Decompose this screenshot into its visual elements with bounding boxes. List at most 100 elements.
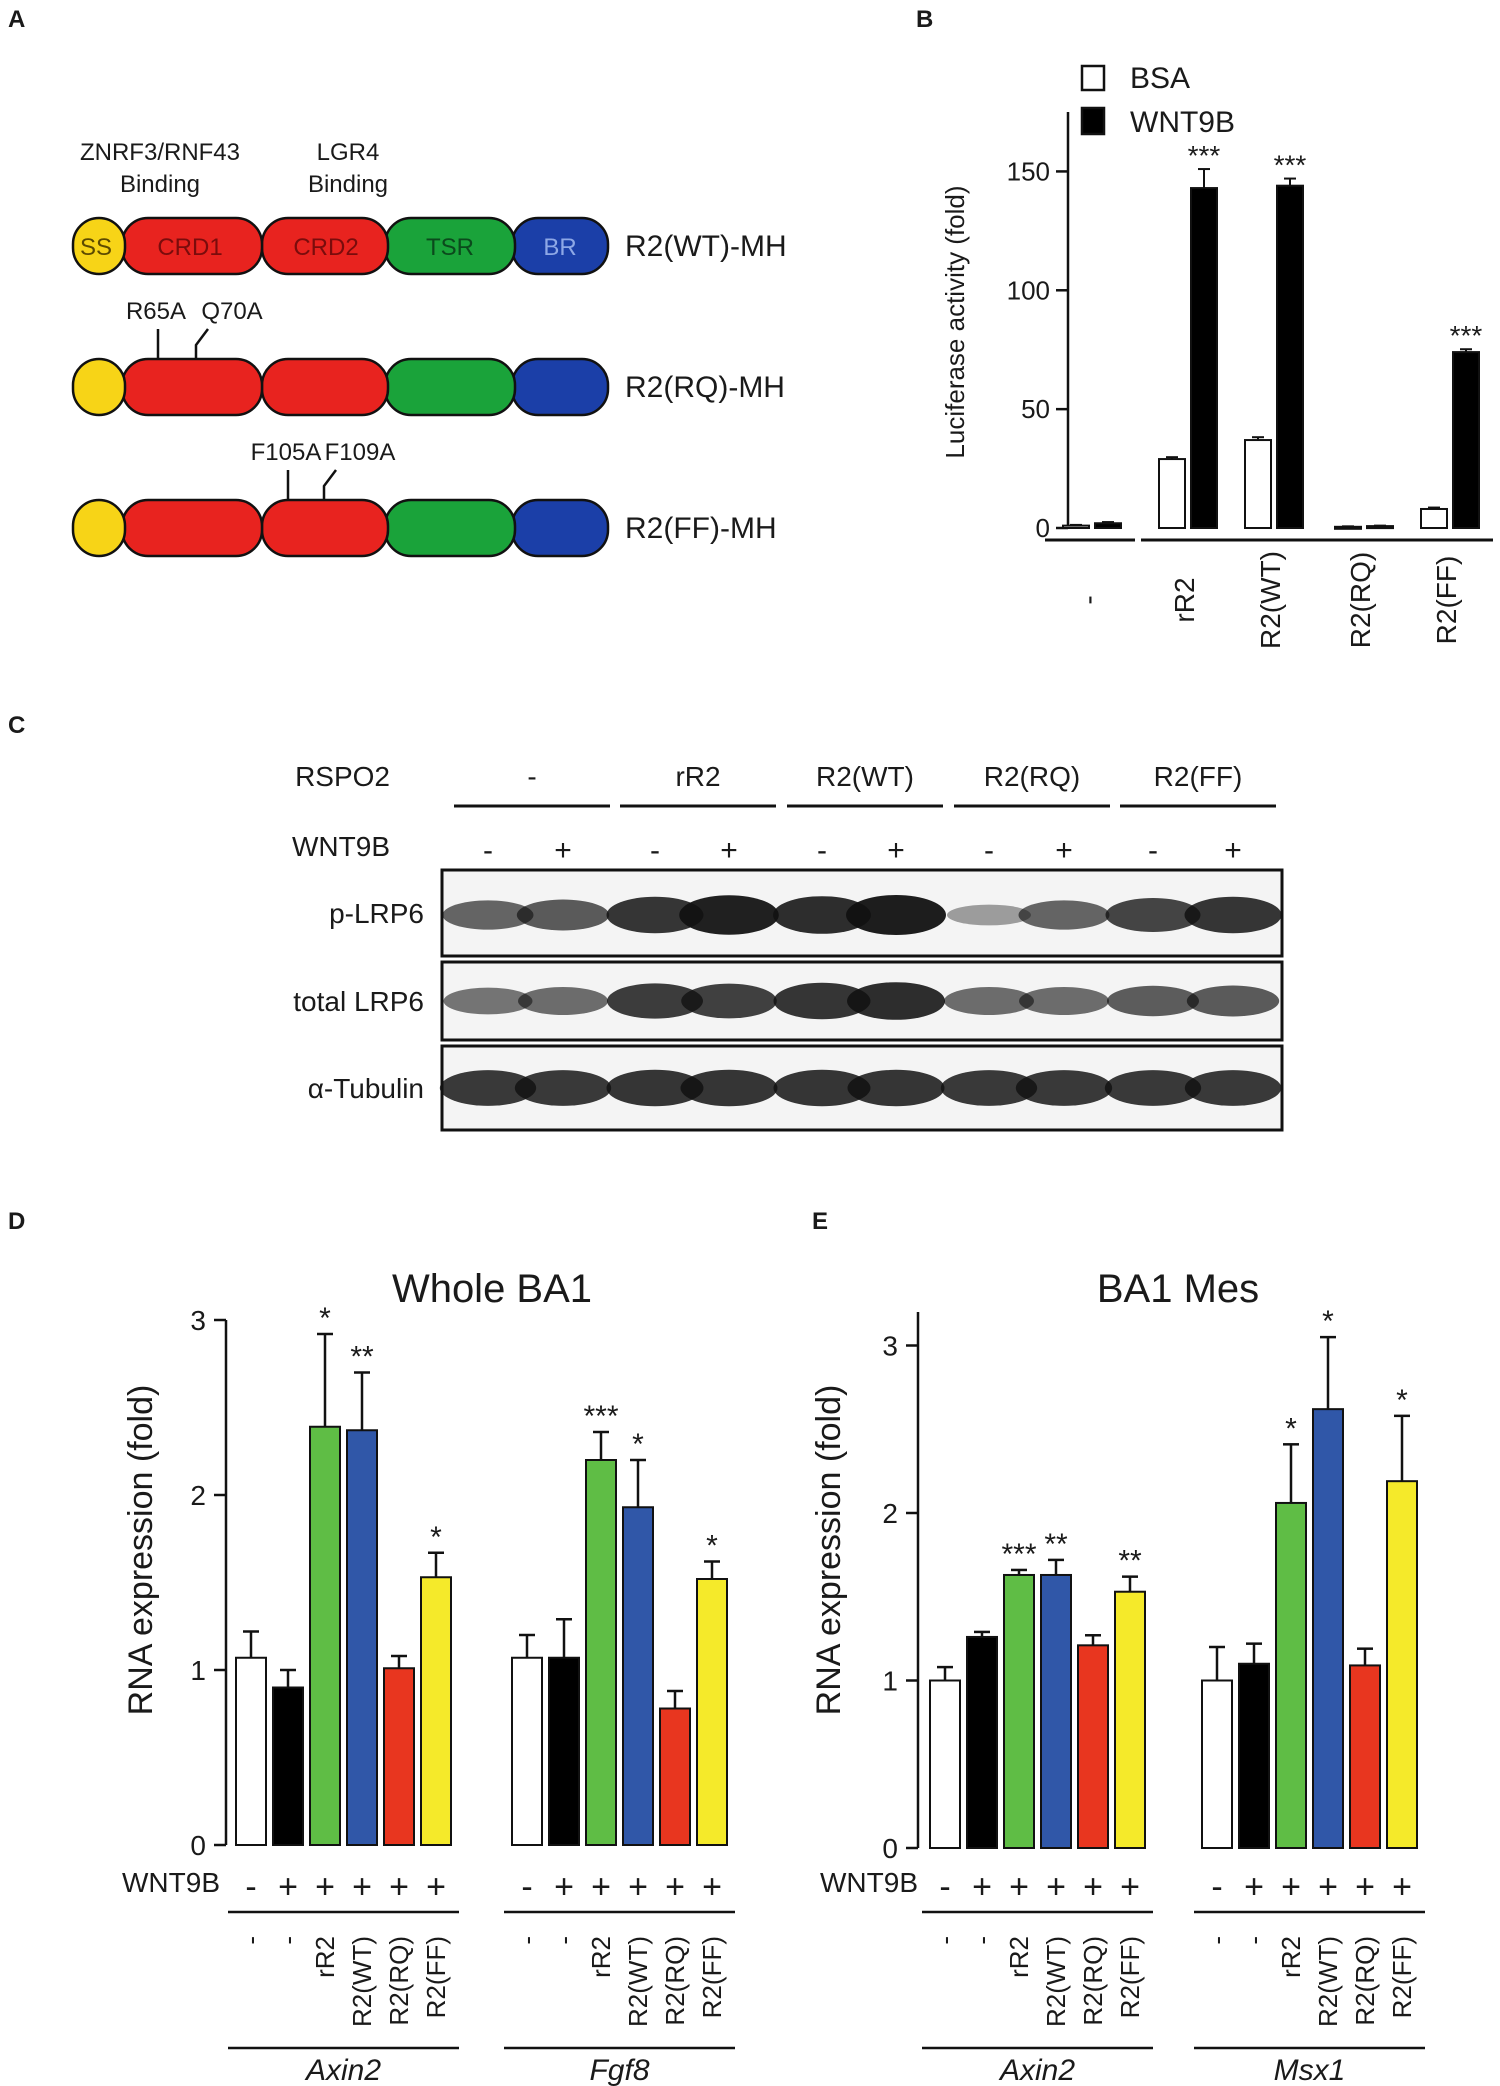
chart-d-condition-label: rR2	[586, 1936, 616, 1978]
chart-d-wnt9b-sign: +	[702, 1868, 722, 1906]
western-wnt9b-sign: +	[720, 834, 738, 867]
western-band	[1107, 985, 1199, 1017]
legend-swatch-bsa	[1080, 64, 1106, 92]
chart-d-y-tick-label: 2	[190, 1480, 206, 1511]
chart-d-y-axis-label: RNA expression (fold)	[122, 1385, 160, 1716]
chart-e-wnt9b-sign: +	[1318, 1868, 1338, 1906]
western-group-label: R2(FF)	[1154, 761, 1243, 792]
western-band	[1186, 985, 1280, 1017]
chart-e-significance: *	[1285, 1412, 1297, 1445]
domain-text-br: BR	[543, 234, 576, 261]
domain-crd1	[120, 498, 264, 558]
chart-e-condition-label: -	[1202, 1936, 1232, 1945]
chart-e-bar	[1238, 1662, 1270, 1849]
chart-d-wnt9b-sign: +	[352, 1868, 372, 1906]
chart-d-significance: *	[632, 1428, 644, 1461]
western-band	[773, 896, 871, 934]
chart-d-bar	[383, 1667, 415, 1846]
domain-ss	[71, 357, 127, 417]
western-group-label: R2(WT)	[816, 761, 914, 792]
panel-label-e: E	[812, 1208, 829, 1235]
chart-b-bar-wnt9b	[1094, 522, 1122, 530]
chart-d-wnt9b-sign: +	[665, 1868, 685, 1906]
chart-e-wnt9b-sign: -	[1211, 1868, 1222, 1906]
domain-ss	[71, 216, 127, 276]
chart-d-significance: *	[430, 1521, 442, 1554]
chart-e-wnt9b-sign: +	[1244, 1868, 1264, 1906]
chart-d-condition-label: R2(FF)	[697, 1936, 727, 2018]
domain-text-crd2: CRD2	[293, 234, 358, 261]
panel-label-a: A	[8, 6, 26, 33]
chart-e-wnt9b-sign: +	[1009, 1868, 1029, 1906]
chart-d-significance: *	[319, 1302, 331, 1335]
binding-label-binding-2: Binding	[308, 171, 388, 198]
chart-d-y-tick-label: 3	[190, 1305, 206, 1336]
chart-e-bar	[1312, 1408, 1344, 1850]
chart-b-bar-wnt9b	[1190, 187, 1218, 529]
western-wnt9b-sign: +	[887, 834, 905, 867]
chart-e-condition-label: R2(WT)	[1313, 1936, 1343, 2027]
chart-b-y-tick-label: 50	[1021, 394, 1050, 424]
chart-b-category-label: R2(FF)	[1431, 556, 1462, 645]
chart-b-significance: ***	[1188, 140, 1221, 171]
chart-e-significance: **	[1044, 1528, 1068, 1561]
western-wnt9b-sign: -	[1148, 834, 1158, 867]
chart-d-wnt9b-sign: +	[315, 1868, 335, 1906]
chart-b-bar-bsa	[1244, 439, 1272, 529]
chart-d-y-tick-label: 1	[190, 1655, 206, 1686]
chart-d-bar	[346, 1429, 378, 1846]
western-band	[606, 1069, 704, 1107]
chart-e-bar	[1386, 1480, 1418, 1850]
legend-label-bsa: BSA	[1130, 62, 1190, 95]
mutation-label-1: F105A	[251, 439, 322, 466]
western-band	[944, 987, 1034, 1015]
western-wnt9b-sign: -	[984, 834, 994, 867]
chart-b-bar-wnt9b	[1452, 351, 1480, 529]
domain-crd2	[260, 357, 390, 417]
domain-text-ss: SS	[80, 234, 112, 261]
western-band	[847, 982, 945, 1020]
chart-e-bar	[1003, 1573, 1035, 1849]
western-band	[516, 899, 610, 931]
chart-e-bar	[929, 1679, 961, 1849]
chart-d-condition-label: -	[512, 1936, 542, 1945]
western-band	[514, 1070, 612, 1106]
chart-b-bar-wnt9b	[1276, 184, 1304, 529]
chart-b-category-label: R2(WT)	[1255, 551, 1286, 649]
chart-d-condition-label: R2(FF)	[421, 1936, 451, 2018]
chart-d-significance: *	[706, 1530, 718, 1563]
chart-b-significance: ***	[1450, 320, 1483, 351]
chart-e-condition-label: R2(FF)	[1115, 1936, 1145, 2018]
western-band	[1019, 987, 1109, 1015]
chart-d-condition-label: R2(RQ)	[660, 1936, 690, 2026]
western-wnt9b-sign: -	[650, 834, 660, 867]
chart-d-gene-label: Fgf8	[589, 2054, 649, 2086]
chart-b-bar-bsa	[1062, 524, 1090, 530]
chart-e-y-tick-label: 2	[882, 1498, 898, 1529]
construct-name-2: R2(FF)-MH	[625, 512, 777, 545]
chart-e-y-tick-label: 3	[882, 1331, 898, 1362]
chart-d-bar	[585, 1459, 617, 1846]
chart-d-wnt9b-sign: +	[389, 1868, 409, 1906]
domain-crd1	[120, 357, 264, 417]
western-band	[773, 1069, 871, 1107]
chart-e-significance: *	[1322, 1305, 1334, 1338]
chart-b-y-axis-label: Luciferase activity (fold)	[940, 185, 970, 458]
chart-e-wnt9b-sign: +	[1392, 1868, 1412, 1906]
mutation-label-2: Q70A	[201, 298, 262, 325]
western-band	[1105, 898, 1201, 932]
western-blot-label: total LRP6	[293, 986, 424, 1017]
chart-d-bar	[309, 1425, 341, 1846]
chart-e-condition-label: R2(RQ)	[1078, 1936, 1108, 2026]
western-band	[773, 982, 871, 1020]
domain-tsr	[383, 498, 517, 558]
western-band	[1015, 1070, 1113, 1106]
western-band	[680, 1069, 778, 1107]
chart-e-y-tick-label: 0	[882, 1833, 898, 1864]
chart-d-wnt9b-sign: -	[521, 1868, 532, 1906]
legend-swatch-wnt9b	[1080, 106, 1106, 136]
western-band	[442, 900, 534, 930]
chart-e-y-axis-label: RNA expression (fold)	[810, 1385, 848, 1716]
chart-e-y-tick-label: 1	[882, 1666, 898, 1697]
